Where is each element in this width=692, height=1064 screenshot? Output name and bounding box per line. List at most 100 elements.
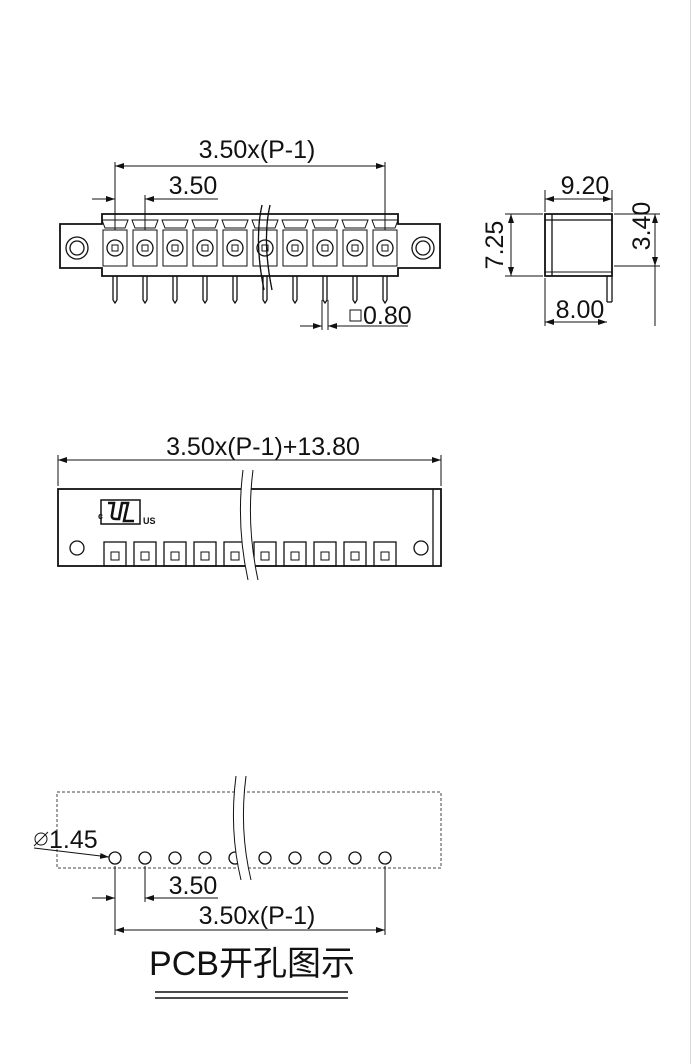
dimension-label-width: 9.20: [561, 172, 610, 200]
front-terminal-contact: [140, 551, 150, 561]
terminal-screw-slot: [351, 244, 359, 252]
ul-logo-c: c: [98, 511, 103, 521]
pin-tip: [262, 299, 268, 305]
dimension-label-pin-length: 3.40: [628, 202, 656, 251]
break-line: [257, 204, 265, 291]
dimension-label-pitch: 3.50: [169, 172, 218, 200]
ul-logo-us: US: [143, 516, 156, 526]
terminal-screw: [166, 239, 184, 257]
dimension-label-pin: 0.80: [363, 302, 412, 330]
frame-border-right: [690, 0, 691, 1064]
terminal-wire-entry: [311, 219, 339, 229]
mounting-hole-right-inner: [415, 240, 431, 256]
pins: [112, 276, 388, 305]
terminal-screw-slot: [321, 244, 329, 252]
front-terminal-contact: [290, 551, 300, 561]
pcb-hole: [108, 851, 122, 865]
pin-tip: [112, 299, 118, 305]
side-body: [544, 213, 613, 277]
terminal-wire-entry: [161, 219, 189, 229]
terminal-screw: [346, 239, 364, 257]
terminal-screw: [376, 239, 394, 257]
front-terminal-contact: [110, 551, 120, 561]
terminal-wire-entry: [371, 219, 399, 229]
front-terminal-openings: [103, 541, 397, 567]
terminal-screw: [196, 239, 214, 257]
break-line: [265, 204, 273, 291]
pcb-hole: [318, 851, 332, 865]
pin-tip: [202, 299, 208, 305]
terminal-cell: [342, 229, 368, 267]
terminal-wire-entry: [101, 219, 129, 229]
break-line: [232, 775, 242, 881]
terminal-screw: [316, 239, 334, 257]
front-terminal-contact: [350, 551, 360, 561]
terminal-wire-entry: [341, 219, 369, 229]
front-terminal-contact: [200, 551, 210, 561]
terminal-cell: [312, 229, 338, 267]
terminal-wire-entry: [221, 219, 249, 229]
terminal-screw-slot: [381, 244, 389, 252]
pin-tip: [172, 299, 178, 305]
pin-tip: [142, 299, 148, 305]
terminal-cell: [282, 229, 308, 267]
front-terminal-contact: [170, 551, 180, 561]
front-terminal-contact: [230, 551, 240, 561]
break-line: [249, 469, 259, 581]
terminal-cell: [372, 229, 398, 267]
pcb-hole: [138, 851, 152, 865]
hole-diameter-leader: [33, 847, 110, 859]
dimension-label-hole: 1.45: [49, 826, 98, 854]
dimension-label-depth: 8.00: [556, 296, 605, 324]
terminal-wire-entry: [251, 219, 279, 229]
front-terminal-opening: [103, 541, 127, 567]
front-terminal-opening: [313, 541, 337, 567]
pcb-outline: [56, 791, 442, 869]
terminal-screw-slot: [291, 244, 299, 252]
pcb-hole: [198, 851, 212, 865]
front-terminal-opening: [133, 541, 157, 567]
terminal-screw: [286, 239, 304, 257]
terminal-screw-slot: [201, 244, 209, 252]
terminal-wire-entry: [281, 219, 309, 229]
terminal-screw-slot: [141, 244, 149, 252]
terminal-screw-slot: [111, 244, 119, 252]
pcb-hole: [258, 851, 272, 865]
front-terminal-contact: [320, 551, 330, 561]
terminal-cell: [252, 229, 278, 267]
pcb-hole: [288, 851, 302, 865]
front-terminal-opening: [193, 541, 217, 567]
terminal-screw-slot: [261, 244, 269, 252]
ul-icon: [108, 501, 134, 523]
pcb-hole: [348, 851, 362, 865]
front-terminal-opening: [343, 541, 367, 567]
pin-tip: [352, 299, 358, 305]
terminal-screw: [106, 239, 124, 257]
pcb-holes: [108, 851, 392, 865]
terminal-screw: [136, 239, 154, 257]
terminal-cell: [222, 229, 248, 267]
terminal-screw: [226, 239, 244, 257]
break-line: [239, 469, 249, 581]
front-view: 3.50x(P-1)+13.80 c US: [57, 433, 442, 581]
pin-tip: [322, 299, 328, 305]
terminal-wire-entry: [131, 219, 159, 229]
dimension-label-height: 7.25: [481, 221, 509, 270]
pcb-title: PCB开孔图示: [149, 945, 355, 983]
front-terminal-contact: [260, 551, 270, 561]
diameter-circle: [34, 832, 48, 846]
pin-tip: [232, 299, 238, 305]
terminal-cell: [102, 229, 128, 267]
connector-body-top: [59, 213, 441, 277]
diameter-symbol: [33, 831, 49, 847]
front-terminal-opening: [373, 541, 397, 567]
front-terminal-opening: [283, 541, 307, 567]
pin-tip: [382, 299, 388, 305]
mounting-hole-left-inner: [69, 240, 85, 256]
dimension-label-pcb-overall: 3.50x(P-1): [199, 902, 316, 930]
front-terminal-opening: [253, 541, 277, 567]
dimension-label-total-length: 3.50x(P-1)+13.80: [166, 433, 360, 461]
dimension-label-pcb-pitch: 3.50: [169, 872, 218, 900]
mounting-hole-right: [411, 236, 435, 260]
